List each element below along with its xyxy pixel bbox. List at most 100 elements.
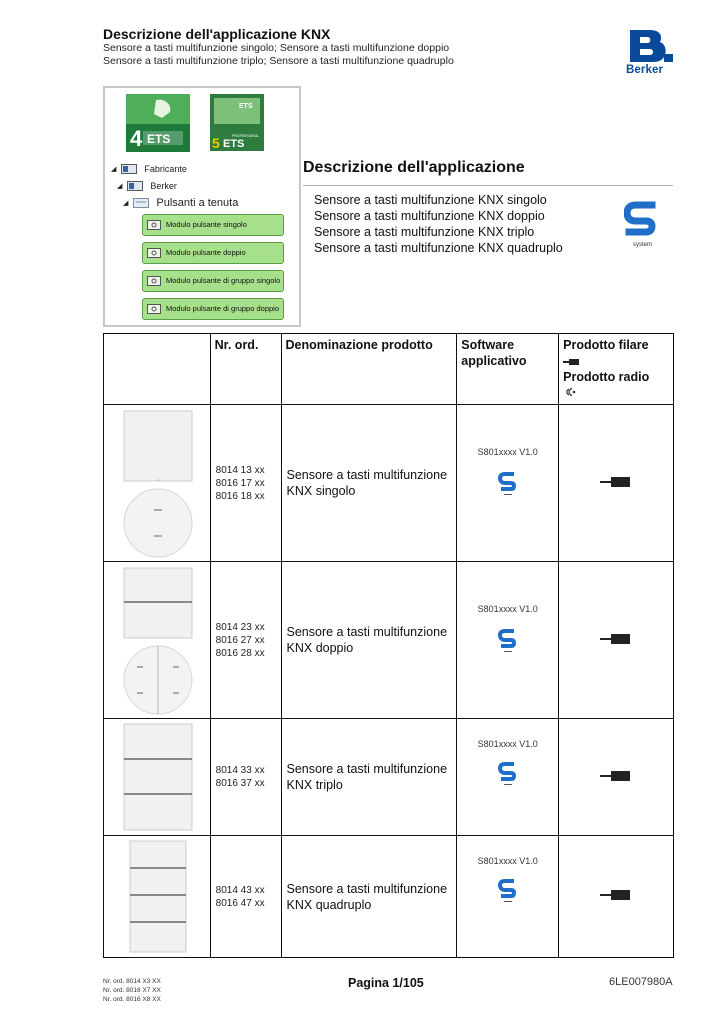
expanded-triangle-icon: ◢ [111,166,117,173]
document-subtitle-line-2: Sensore a tasti multifunzione triplo; Se… [103,55,454,67]
double-button-device-icon [123,567,193,715]
application-item: Sensore a tasti multifunzione KNX quadru… [314,241,563,255]
module-label: Modulo pulsante singolo [166,219,247,229]
svg-text:system: system [633,242,652,248]
product-type-cell [558,561,674,719]
product-type-cell [558,835,674,958]
module-icon [147,220,161,230]
footer-order-line: Nr. ord. 8016 X7 XX [103,987,161,994]
table-row: 8014 43 xx 8016 47 xx Sensore a tasti mu… [103,835,674,958]
ets-screenshot-panel: 4 ETS ETS PROFESSIONAL 5 ETS ◢ Fabricant… [103,86,301,327]
wired-product-icon [563,358,580,365]
s-mode-logo-icon [498,879,517,902]
module-icon [147,304,161,314]
berker-b-icon [630,30,673,62]
application-list: Sensore a tasti multifunzione KNX singol… [314,192,563,256]
document-header: Descrizione dell'applicazione KNX Sensor… [103,26,623,68]
module-icon [147,276,161,286]
footer-order-line: Nr. ord. 8016 X8 XX [103,996,161,1003]
table-row: 8014 23 xx 8016 27 xx 8016 28 xx Sensore… [103,561,674,719]
module-button-single[interactable]: Modulo pulsante singolo [142,214,284,236]
module-button-group-double[interactable]: Modulo pulsante di gruppo doppio [142,298,284,320]
wired-product-icon [600,890,631,900]
tree-item-brand[interactable]: ◢ Berker [117,181,177,191]
product-table: Nr. ord. Denominazione prodotto Software… [103,333,674,958]
table-row: 8014 13 xx 8016 17 xx 8016 18 xx Sensore… [103,404,674,562]
svg-text:5: 5 [212,135,220,151]
header-product-type: Prodotto filare Prodotto radio [558,333,674,405]
module-label: Modulo pulsante doppio [166,247,246,257]
footer-order-line: Nr. ord. 8014 X3 XX [103,978,161,985]
product-image-cell [103,404,211,562]
folder-icon [133,198,150,208]
header-order-no: Nr. ord. [209,333,282,405]
product-name-cell: Sensore a tasti multifunzione KNX doppio [280,561,458,719]
order-number: 8016 47 xx [215,897,265,909]
product-type-cell [558,404,674,562]
order-number: 8014 23 xx [215,621,265,633]
svg-text:ETS: ETS [147,132,170,146]
software-version: S801xxxx V1.0 [477,447,538,457]
module-label: Modulo pulsante di gruppo doppio [166,303,280,313]
document-subtitle-line-1: Sensore a tasti multifunzione singolo; S… [103,42,450,54]
svg-text:ETS: ETS [239,103,253,110]
software-version: S801xxxx V1.0 [477,739,538,749]
s-mode-system-logo-icon: system [624,201,656,248]
module-icon [147,248,161,258]
wired-product-icon [600,634,631,644]
software-cell: S801xxxx V1.0 [456,835,560,958]
product-type-cell [558,718,674,836]
software-cell: S801xxxx V1.0 [456,404,560,562]
module-button-group-single[interactable]: Modulo pulsante di gruppo singolo [142,270,284,292]
module-button-double[interactable]: Modulo pulsante doppio [142,242,284,264]
order-number: 8016 17 xx [215,477,265,489]
single-button-device-icon [123,410,193,558]
application-heading: Descrizione dell'applicazione [303,159,525,176]
product-name-cell: Sensore a tasti multifunzione KNX quadru… [280,835,458,958]
ets4-logo-icon: 4 ETS [126,94,190,152]
software-version: S801xxxx V1.0 [477,604,538,614]
product-image-cell [103,835,211,958]
order-number: 8016 27 xx [215,634,265,646]
berker-wordmark: Berker [626,64,664,76]
tree-item-manufacturer[interactable]: ◢ Fabricante [111,164,187,174]
berker-logo: Berker [626,28,676,78]
svg-text:4: 4 [130,126,143,151]
radio-product-icon [566,387,576,397]
quadruple-button-device-icon [129,840,187,953]
product-name-cell: Sensore a tasti multifunzione KNX singol… [280,404,458,562]
order-number: 8014 33 xx [215,765,265,776]
order-number: 8016 28 xx [215,647,265,659]
s-mode-logo-icon [498,629,517,652]
software-version: S801xxxx V1.0 [477,856,538,866]
order-numbers-cell: 8014 33 xx 8016 37 xx [209,718,282,836]
software-cell: S801xxxx V1.0 [456,718,560,836]
tree-label-manufacturer: Fabricante [144,164,187,174]
tree-label-group: Pulsanti a tenuta [156,197,239,209]
header-wired: Prodotto filare [563,338,649,352]
expanded-triangle-icon: ◢ [123,200,129,207]
tree-item-group[interactable]: ◢ Pulsanti a tenuta [123,197,238,209]
application-item: Sensore a tasti multifunzione KNX doppio [314,209,545,223]
svg-text:ETS: ETS [223,138,244,150]
order-numbers-cell: 8014 23 xx 8016 27 xx 8016 28 xx [209,561,282,719]
triple-button-device-icon [123,723,193,831]
header-product-name: Denominazione prodotto [280,333,458,405]
order-number: 8014 43 xx [215,884,265,896]
product-image-cell [103,718,211,836]
product-name-cell: Sensore a tasti multifunzione KNX triplo [280,718,458,836]
document-title: Descrizione dell'applicazione KNX [103,26,331,42]
order-number: 8016 37 xx [215,778,265,789]
expanded-triangle-icon: ◢ [117,183,123,190]
wired-product-icon [600,477,631,487]
s-mode-logo-icon [498,762,517,785]
tree-label-brand: Berker [150,181,177,191]
heading-divider [303,185,673,186]
software-cell: S801xxxx V1.0 [456,561,560,719]
order-number: 8014 13 xx [215,464,265,476]
table-row: 8014 33 xx 8016 37 xx Sensore a tasti mu… [103,718,674,836]
header-radio: Prodotto radio [563,370,650,384]
footer-order-numbers: Nr. ord. 8014 X3 XX Nr. ord. 8016 X7 XX … [103,977,161,1004]
ets5-logo-icon: ETS PROFESSIONAL 5 ETS [210,94,264,151]
document-code: 6LE007980A [609,976,673,988]
